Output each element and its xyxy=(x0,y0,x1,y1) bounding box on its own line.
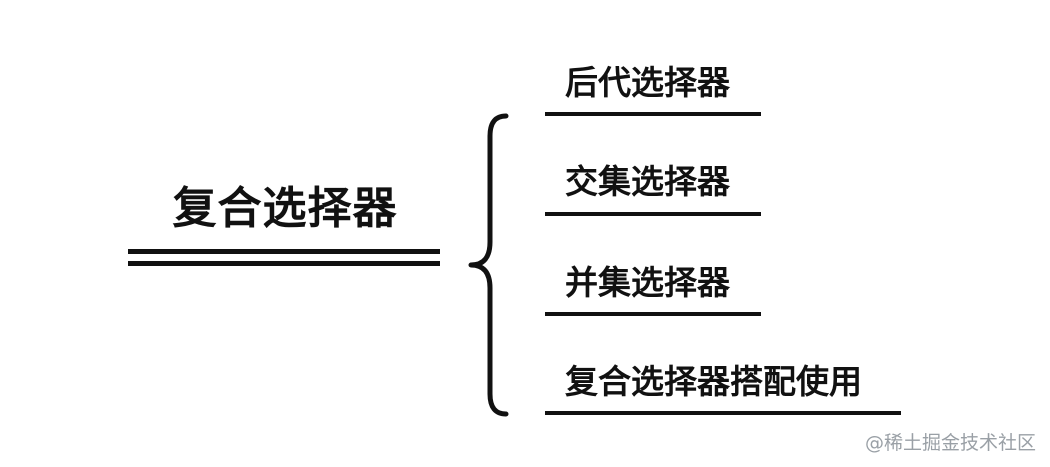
branch-label-descendant: 后代选择器 xyxy=(565,63,730,102)
branch-label-intersection: 交集选择器 xyxy=(565,162,730,201)
branch-underline-combined-usage xyxy=(545,411,901,415)
branch-label-combined-usage: 复合选择器搭配使用 xyxy=(565,362,862,401)
branch-underline-descendant xyxy=(545,112,761,116)
root-node-label: 复合选择器 xyxy=(172,183,398,234)
branch-underline-union xyxy=(545,312,761,316)
root-underline-bottom xyxy=(128,261,440,266)
root-underline-top xyxy=(128,249,440,254)
branch-underline-intersection xyxy=(545,212,761,216)
branch-label-union: 并集选择器 xyxy=(565,263,730,302)
curly-brace xyxy=(468,113,509,417)
watermark: @稀土掘金技术社区 xyxy=(864,432,1036,454)
